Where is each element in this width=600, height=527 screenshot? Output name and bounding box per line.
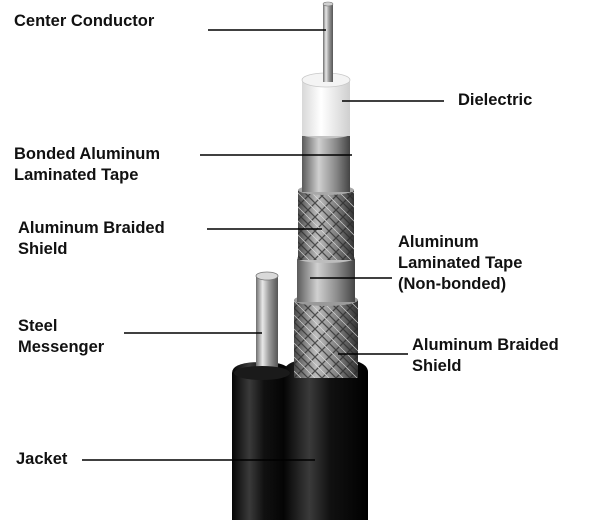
dielectric-shape [301, 72, 351, 136]
label-aluminum-laminated-tape-nonbonded: Aluminum Laminated Tape (Non-bonded) [398, 232, 522, 295]
label-line: (Non-bonded) [398, 275, 507, 293]
label-line: Laminated Tape [398, 254, 523, 272]
label-line: Aluminum Braided [18, 219, 165, 237]
label-bonded-aluminum-laminated-tape: Bonded Aluminum Laminated Tape [14, 144, 160, 186]
leader-lines [82, 29, 444, 461]
upper-braid-shape [298, 185, 354, 260]
jacket-shape [232, 358, 368, 520]
label-steel-messenger: Steel Messenger [18, 316, 104, 358]
label-line: Aluminum [398, 233, 479, 251]
label-line: Shield [18, 240, 68, 258]
label-line: Shield [412, 357, 462, 375]
lower-braid-shape [294, 294, 358, 378]
steel-messenger-shape [234, 271, 290, 380]
label-line: Messenger [18, 338, 105, 356]
label-aluminum-braided-shield-right: Aluminum Braided Shield [412, 335, 559, 377]
label-aluminum-braided-shield-left: Aluminum Braided Shield [18, 218, 165, 260]
label-dielectric: Dielectric [458, 91, 533, 109]
label-line: Bonded Aluminum [14, 145, 161, 163]
label-line: Laminated Tape [14, 166, 139, 184]
label-center-conductor: Center Conductor [14, 12, 155, 30]
center-conductor-shape [322, 1, 334, 82]
label-line: Steel [18, 317, 58, 335]
label-jacket: Jacket [16, 450, 68, 468]
label-line: Aluminum Braided [412, 336, 559, 354]
bonded-tape-shape [302, 129, 350, 192]
